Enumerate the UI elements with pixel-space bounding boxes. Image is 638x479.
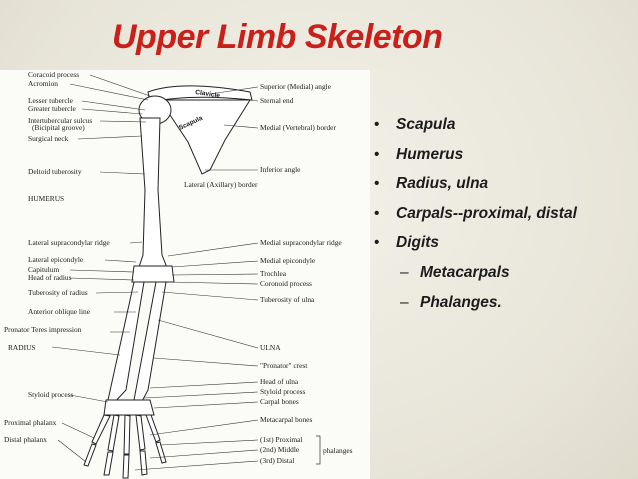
bullet-list: Scapula Humerus Radius, ulna Carpals--pr… [372, 110, 634, 317]
metacarpal-1 [91, 414, 111, 445]
elbow-joint [131, 265, 175, 283]
label-distal-phalanx: Distal phalanx [4, 435, 47, 444]
label-medial-epicondyle: Medial epicondyle [260, 256, 316, 265]
label-inferior-angle: Inferior angle [260, 165, 301, 174]
label-styloid-process-radius: Styloid process [28, 390, 73, 399]
label-ulna: ULNA [260, 343, 281, 352]
label-tuberosity-of-ulna: Tuberosity of ulna [260, 295, 315, 304]
label-2nd-middle: (2nd) Middle [260, 445, 300, 454]
bullet-humerus: Humerus [372, 140, 634, 170]
bullet-metacarpals: Metacarpals [372, 258, 634, 288]
label-phalanges: phalanges [323, 446, 353, 455]
label-coronoid-process: Coronoid process [260, 279, 312, 288]
label-lateral-supracondylar-ridge: Lateral supracondylar ridge [28, 238, 110, 247]
metacarpal-5 [145, 414, 161, 443]
skeleton-diagram: Clavicle Scapula [0, 70, 370, 479]
label-1st-proximal: (1st) Proximal [260, 435, 303, 444]
label-medial-supracondylar-ridge: Medial supracondylar ridge [260, 238, 342, 247]
label-head-of-ulna: Head of ulna [260, 377, 299, 386]
label-pronator-crest: "Pronator" crest [260, 361, 308, 370]
label-anterior-oblique-line: Anterior oblique line [28, 307, 91, 316]
label-3rd-distal: (3rd) Distal [260, 456, 294, 465]
skeleton-illustration: Clavicle Scapula [4, 70, 353, 479]
label-styloid-process-ulna: Styloid process [260, 387, 305, 396]
carpal-bones [103, 399, 155, 416]
label-lateral-border: Lateral (Axillary) border [184, 180, 258, 189]
label-metacarpal-bones: Metacarpal bones [260, 415, 312, 424]
label-medial-border: Medial (Vertebral) border [260, 123, 336, 132]
label-superior-angle: Superior (Medial) angle [260, 82, 332, 91]
label-bicipital-groove: (Bicipital groove) [32, 123, 85, 132]
bullet-carpals: Carpals--proximal, distal [372, 199, 634, 229]
scapula-bone [159, 99, 251, 175]
metacarpal-4 [135, 414, 146, 451]
phalanges-bracket [316, 435, 321, 465]
label-sternal-end: Sternal end [260, 96, 294, 105]
label-carpal-bones: Carpal bones [260, 397, 299, 406]
label-deltoid-tuberosity: Deltoid tuberosity [28, 167, 82, 176]
label-acromion: Acromion [28, 79, 58, 88]
clavicle-label: Clavicle [195, 89, 221, 99]
label-humerus: HUMERUS [28, 194, 64, 203]
label-capitulum: Capitulum [28, 265, 59, 274]
label-coracoid-process: Coracoid process [28, 70, 79, 79]
label-proximal-phalanx: Proximal phalanx [4, 418, 57, 427]
label-radius: RADIUS [8, 343, 36, 352]
label-pronator-teres-impression: Pronator Teres impression [4, 325, 82, 334]
metacarpal-3 [123, 414, 131, 455]
bullet-radius-ulna: Radius, ulna [372, 169, 634, 199]
bullet-phalanges: Phalanges. [372, 288, 634, 318]
label-greater-tubercle: Greater tubercle [28, 104, 77, 113]
phalanges-2 [103, 451, 114, 476]
label-surgical-neck: Surgical neck [28, 134, 69, 143]
ulna-bone [133, 281, 167, 406]
label-intertubercular-sulcus: Intertubercular sulcus [28, 116, 92, 125]
phalanges-1 [83, 443, 97, 467]
humerus-shaft [137, 117, 169, 271]
label-tuberosity-of-radius: Tuberosity of radius [28, 288, 88, 297]
phalanges-4 [139, 450, 148, 476]
radius-bone [107, 281, 145, 406]
bullet-scapula: Scapula [372, 110, 634, 140]
label-trochlea: Trochlea [260, 269, 287, 278]
label-lateral-epicondyle: Lateral epicondyle [28, 255, 84, 264]
label-head-of-radius: Head of radius [28, 273, 72, 282]
label-lesser-tubercle: Lesser tubercle [28, 96, 74, 105]
slide-title: Upper Limb Skeleton [112, 18, 443, 56]
phalanges-3 [122, 454, 130, 479]
phalanges-5 [155, 441, 167, 464]
metacarpal-2 [107, 414, 120, 452]
bullet-digits: Digits [372, 228, 634, 258]
